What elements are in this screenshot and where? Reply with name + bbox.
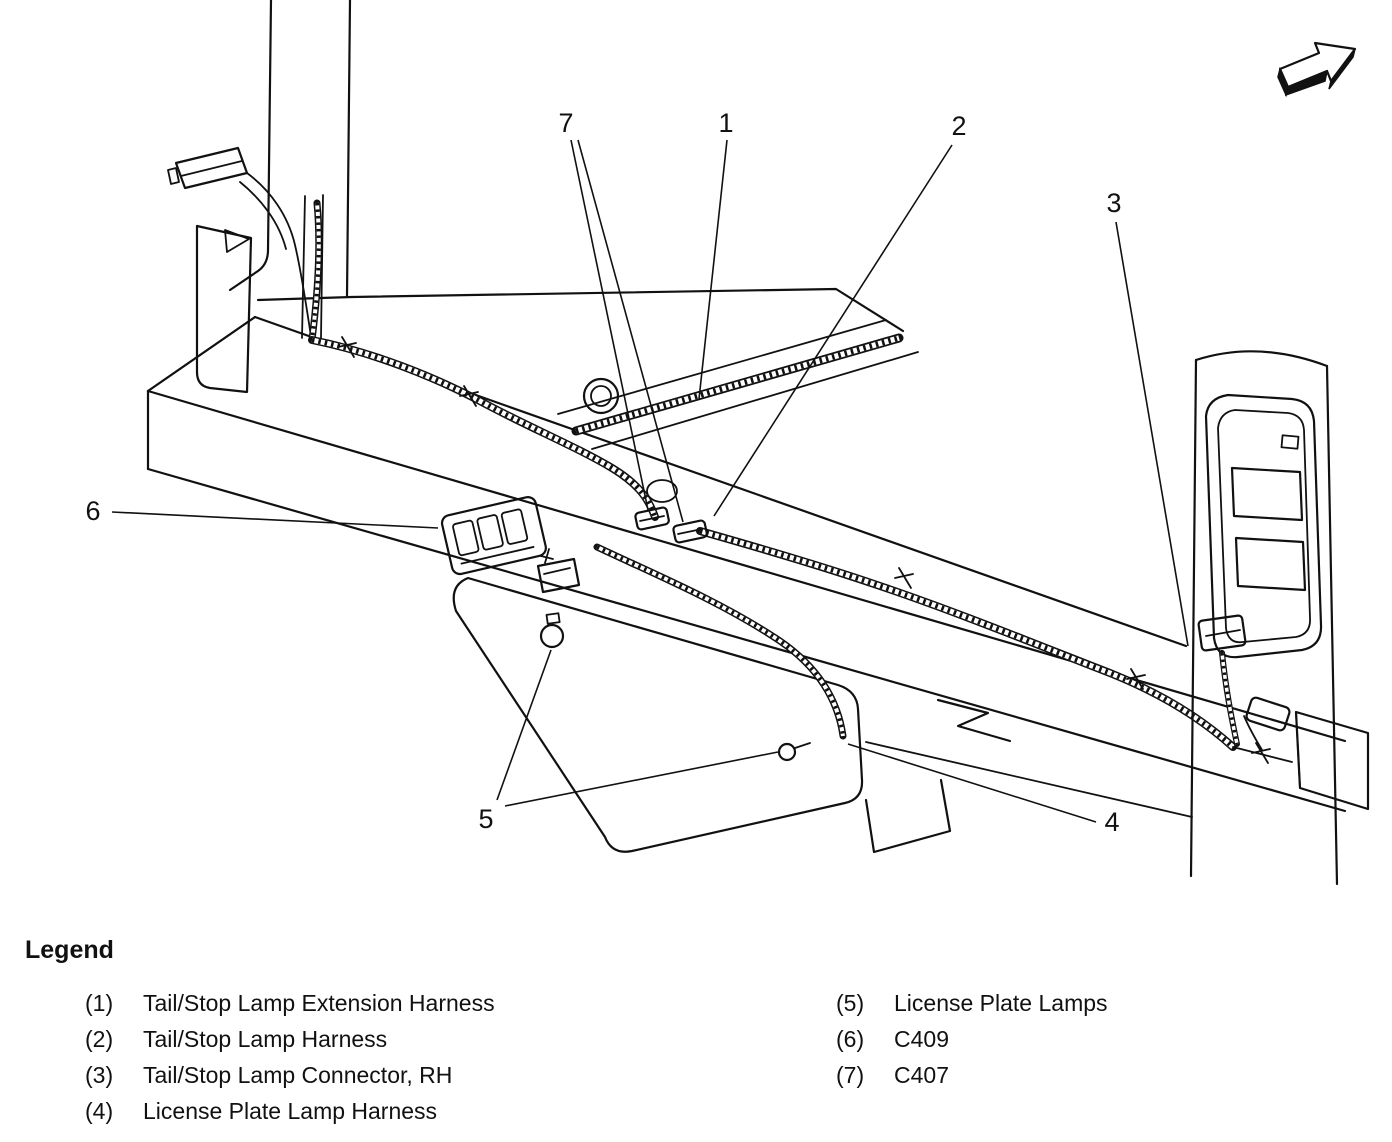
callout-3: 3 <box>1106 188 1121 218</box>
callout-4: 4 <box>1104 807 1119 837</box>
leader-1 <box>698 139 728 400</box>
c407-connectors <box>634 506 708 544</box>
leader-2 <box>713 144 953 517</box>
tail-stop-lamp-extension-harness <box>571 333 904 436</box>
leader-4 <box>847 743 1097 823</box>
legend-item-label: C407 <box>894 1062 949 1088</box>
leader-3 <box>1115 221 1189 647</box>
legend-item-6: (6) C409 <box>836 1026 1108 1052</box>
legend-item-label: Tail/Stop Lamp Extension Harness <box>143 990 495 1016</box>
callout-leader-lines <box>111 139 1189 823</box>
legend-item-7: (7) C407 <box>836 1062 1108 1088</box>
leader-7a <box>570 139 649 511</box>
legend-item-number: (4) <box>85 1098 114 1124</box>
legend-item-label: Tail/Stop Lamp Harness <box>143 1026 388 1052</box>
callout-7: 7 <box>558 108 573 138</box>
legend-item-number: (5) <box>836 990 865 1016</box>
legend-item-1: (1) Tail/Stop Lamp Extension Harness <box>85 990 495 1016</box>
legend-item-number: (3) <box>85 1062 114 1088</box>
leader-6 <box>111 511 439 529</box>
license-plate-lamp <box>777 742 811 762</box>
legend-item-label: License Plate Lamp Harness <box>143 1098 438 1124</box>
callout-5: 5 <box>478 804 493 834</box>
legend-item-number: (2) <box>85 1026 114 1052</box>
leader-7b <box>577 139 684 523</box>
license-plate-lamp-harness <box>593 543 847 740</box>
legend-item-number: (7) <box>836 1062 865 1088</box>
legend-item-3: (3) Tail/Stop Lamp Connector, RH <box>85 1062 495 1088</box>
legend-column-left: (1) Tail/Stop Lamp Extension Harness (2)… <box>85 990 495 1134</box>
c409-connector <box>440 496 547 576</box>
legend-item-5: (5) License Plate Lamps <box>836 990 1108 1016</box>
body-harness-connector <box>167 146 312 337</box>
legend-item-label: Tail/Stop Lamp Connector, RH <box>143 1062 453 1088</box>
legend-item-4: (4) License Plate Lamp Harness <box>85 1098 495 1124</box>
license-plate-lamp-bulb <box>536 548 581 649</box>
vehicle-rear-illustration: 7 1 2 3 6 5 4 <box>85 0 1370 886</box>
tail-stop-lamp-harness <box>308 199 1237 751</box>
direction-arrow-icon <box>1277 41 1357 98</box>
license-plate-pocket <box>452 576 952 854</box>
callout-2: 2 <box>951 111 966 141</box>
legend-item-2: (2) Tail/Stop Lamp Harness <box>85 1026 495 1052</box>
legend-item-label: C409 <box>894 1026 949 1052</box>
left-pillar <box>195 0 354 394</box>
legend-item-number: (1) <box>85 990 114 1016</box>
panel-break-mark <box>936 698 1012 743</box>
legend-item-number: (6) <box>836 1026 865 1052</box>
leader-5b <box>504 751 779 807</box>
harness-clips <box>337 336 1271 764</box>
legend-column-right: (5) License Plate Lamps (6) C409 (7) C40… <box>836 990 1108 1098</box>
tail-lamp-connector-rh <box>1197 614 1370 811</box>
leader-5a <box>496 649 552 801</box>
tail-lamp-assembly <box>1189 350 1339 886</box>
legend-title: Legend <box>25 936 114 964</box>
callout-6: 6 <box>85 496 100 526</box>
callout-1: 1 <box>718 108 733 138</box>
body-structure <box>146 287 1347 818</box>
legend-item-label: License Plate Lamps <box>894 990 1108 1016</box>
harness-grommet <box>582 377 678 503</box>
